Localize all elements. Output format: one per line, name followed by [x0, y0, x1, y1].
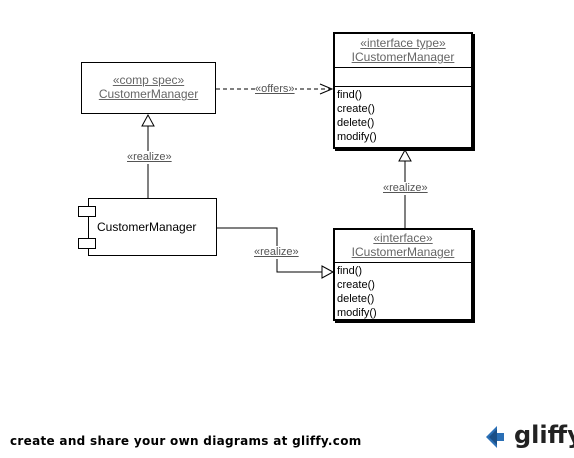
realize-spec-label: «realize»	[127, 151, 172, 164]
interface-name: ICustomerManager	[351, 245, 455, 259]
interface-operation: create()	[337, 279, 375, 291]
interface-operations: find() create() delete() modify()	[335, 262, 471, 320]
interface-box[interactable]: «interface» ICustomerManager find() crea…	[333, 228, 473, 321]
interface-type-attributes-compartment	[335, 67, 471, 86]
component-port-top	[78, 206, 96, 217]
interface-type-operation: create()	[337, 103, 375, 115]
footer-text[interactable]: create and share your own diagrams at gl…	[10, 434, 362, 448]
comp-spec-name: CustomerManager	[98, 87, 199, 101]
interface-type-operation: find()	[337, 89, 363, 101]
interface-operation: find()	[337, 265, 363, 277]
offers-label: «offers»	[255, 83, 295, 96]
interface-type-operation: modify()	[337, 131, 377, 143]
interface-operation: modify()	[337, 307, 377, 319]
interface-stereotype: «interface»	[373, 231, 433, 245]
interface-type-operations: find() create() delete() modify()	[335, 86, 471, 144]
realize-component-label: «realize»	[254, 246, 299, 259]
interface-type-stereotype: «interface type»	[360, 36, 446, 50]
component-box[interactable]: CustomerManager	[88, 198, 217, 256]
gliffy-logo-icon	[486, 426, 504, 448]
interface-type-operation: delete()	[337, 117, 375, 129]
component-name: CustomerManager	[97, 220, 197, 234]
realize-interface-type-label: «realize»	[383, 182, 428, 195]
comp-spec-stereotype: «comp spec»	[112, 73, 185, 87]
interface-operation: delete()	[337, 293, 375, 305]
gliffy-logo-text: gliffy	[514, 421, 574, 449]
interface-type-box[interactable]: «interface type» ICustomerManager find()…	[333, 32, 473, 149]
interface-type-name: ICustomerManager	[351, 50, 455, 64]
component-port-bottom	[78, 238, 96, 249]
comp-spec-box[interactable]: «comp spec» CustomerManager	[81, 62, 216, 114]
